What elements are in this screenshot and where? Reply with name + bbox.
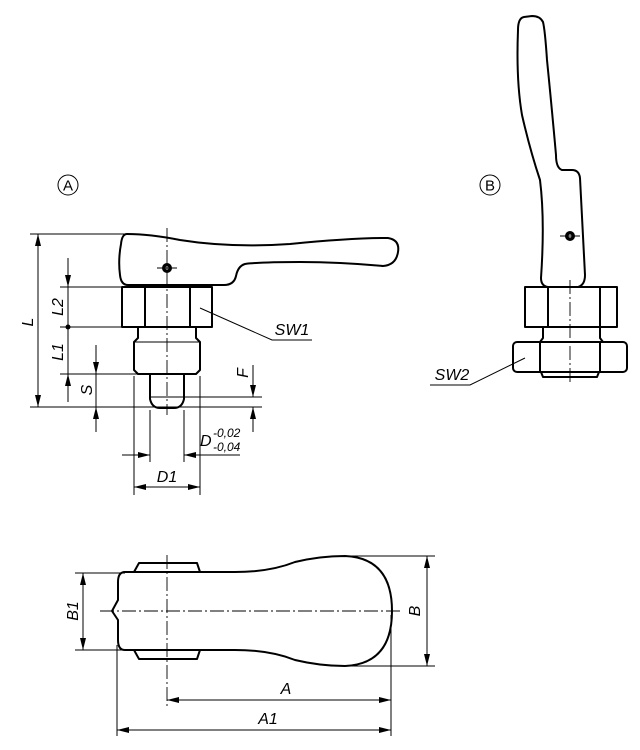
dim-label-B: B — [407, 605, 424, 616]
dim-label-L2: L2 — [50, 298, 67, 316]
nut-flat-top — [133, 562, 201, 573]
dim-label-SW1: SW1 — [275, 322, 310, 339]
hex-nut-sw1-side — [524, 286, 618, 328]
view-a: A L L2 — [20, 174, 400, 495]
nut-flat-bottom — [133, 649, 201, 660]
view-b: B SW2 — [430, 15, 628, 386]
leader-sw2 — [430, 357, 526, 386]
view-b-marker: B — [485, 178, 495, 195]
lever-handle — [118, 233, 400, 286]
dim-tolerance-upper: -0,02 — [213, 426, 241, 440]
dim-label-D: D — [200, 433, 212, 450]
dim-label-SW2: SW2 — [435, 367, 470, 384]
top-view: B1 B A A1 — [65, 555, 435, 736]
dim-tolerance-lower: -0,04 — [213, 440, 241, 454]
dim-label-L: L — [20, 318, 37, 327]
view-a-marker-circle — [57, 174, 79, 196]
dim-label-A: A — [280, 681, 292, 698]
leader-sw1 — [199, 307, 312, 341]
dim-label-D1: D1 — [157, 469, 177, 486]
dim-label-L1: L1 — [50, 343, 67, 361]
dim-label-A1: A1 — [257, 711, 278, 728]
dim-label-S: S — [79, 384, 96, 395]
dim-label-B1: B1 — [65, 601, 82, 621]
dim-label-F: F — [235, 367, 252, 378]
view-a-marker: A — [63, 178, 73, 195]
view-b-marker-circle — [479, 174, 501, 196]
lever-handle-side — [516, 15, 586, 288]
